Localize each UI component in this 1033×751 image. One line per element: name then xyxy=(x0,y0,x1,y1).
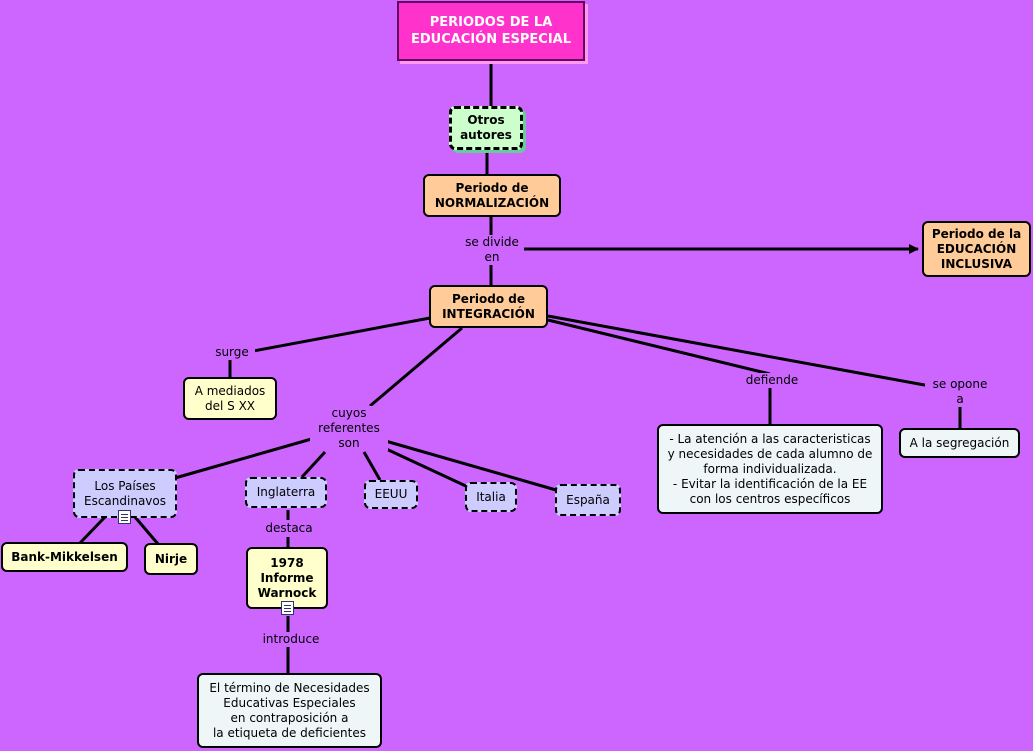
integracion-node[interactable]: Periodo de INTEGRACIÓN xyxy=(429,285,548,328)
warnock-node[interactable]: 1978 Informe Warnock xyxy=(246,547,328,609)
document-icon[interactable] xyxy=(118,510,131,524)
mediados-node[interactable]: A mediados del S XX xyxy=(183,377,277,420)
title-node[interactable]: PERIODOS DE LA EDUCACIÓN ESPECIAL xyxy=(397,1,585,61)
inclusiva-node[interactable]: Periodo de la EDUCACIÓN INCLUSIVA xyxy=(922,221,1031,277)
segregacion-node[interactable]: A la segregación xyxy=(899,428,1020,458)
cuyos-referentes-phrase: cuyos referentes son xyxy=(310,406,388,451)
paises-escandinavos-node[interactable]: Los Países Escandinavos xyxy=(73,469,177,518)
nirje-node[interactable]: Nirje xyxy=(144,543,198,575)
otros-autores-node[interactable]: Otros autores xyxy=(449,106,523,150)
atencion-node[interactable]: - La atención a las caracteristicas y ne… xyxy=(657,424,883,514)
eeuu-node[interactable]: EEUU xyxy=(364,480,418,509)
espana-node[interactable]: España xyxy=(555,484,621,516)
bank-mikkelsen-node[interactable]: Bank-Mikkelsen xyxy=(1,542,128,572)
inglaterra-node[interactable]: Inglaterra xyxy=(245,477,327,508)
se-opone-phrase: se opone a xyxy=(925,377,995,407)
destaca-phrase: destaca xyxy=(258,521,320,536)
normalizacion-node[interactable]: Periodo de NORMALIZACIÓN xyxy=(423,174,561,217)
termino-node[interactable]: El término de Necesidades Educativas Esp… xyxy=(197,673,382,748)
document-icon[interactable] xyxy=(281,601,294,615)
defiende-phrase: defiende xyxy=(738,373,806,388)
italia-node[interactable]: Italia xyxy=(465,482,517,512)
se-divide-phrase: se divide en xyxy=(460,235,524,265)
surge-phrase: surge xyxy=(209,345,255,360)
introduce-phrase: introduce xyxy=(254,632,328,647)
